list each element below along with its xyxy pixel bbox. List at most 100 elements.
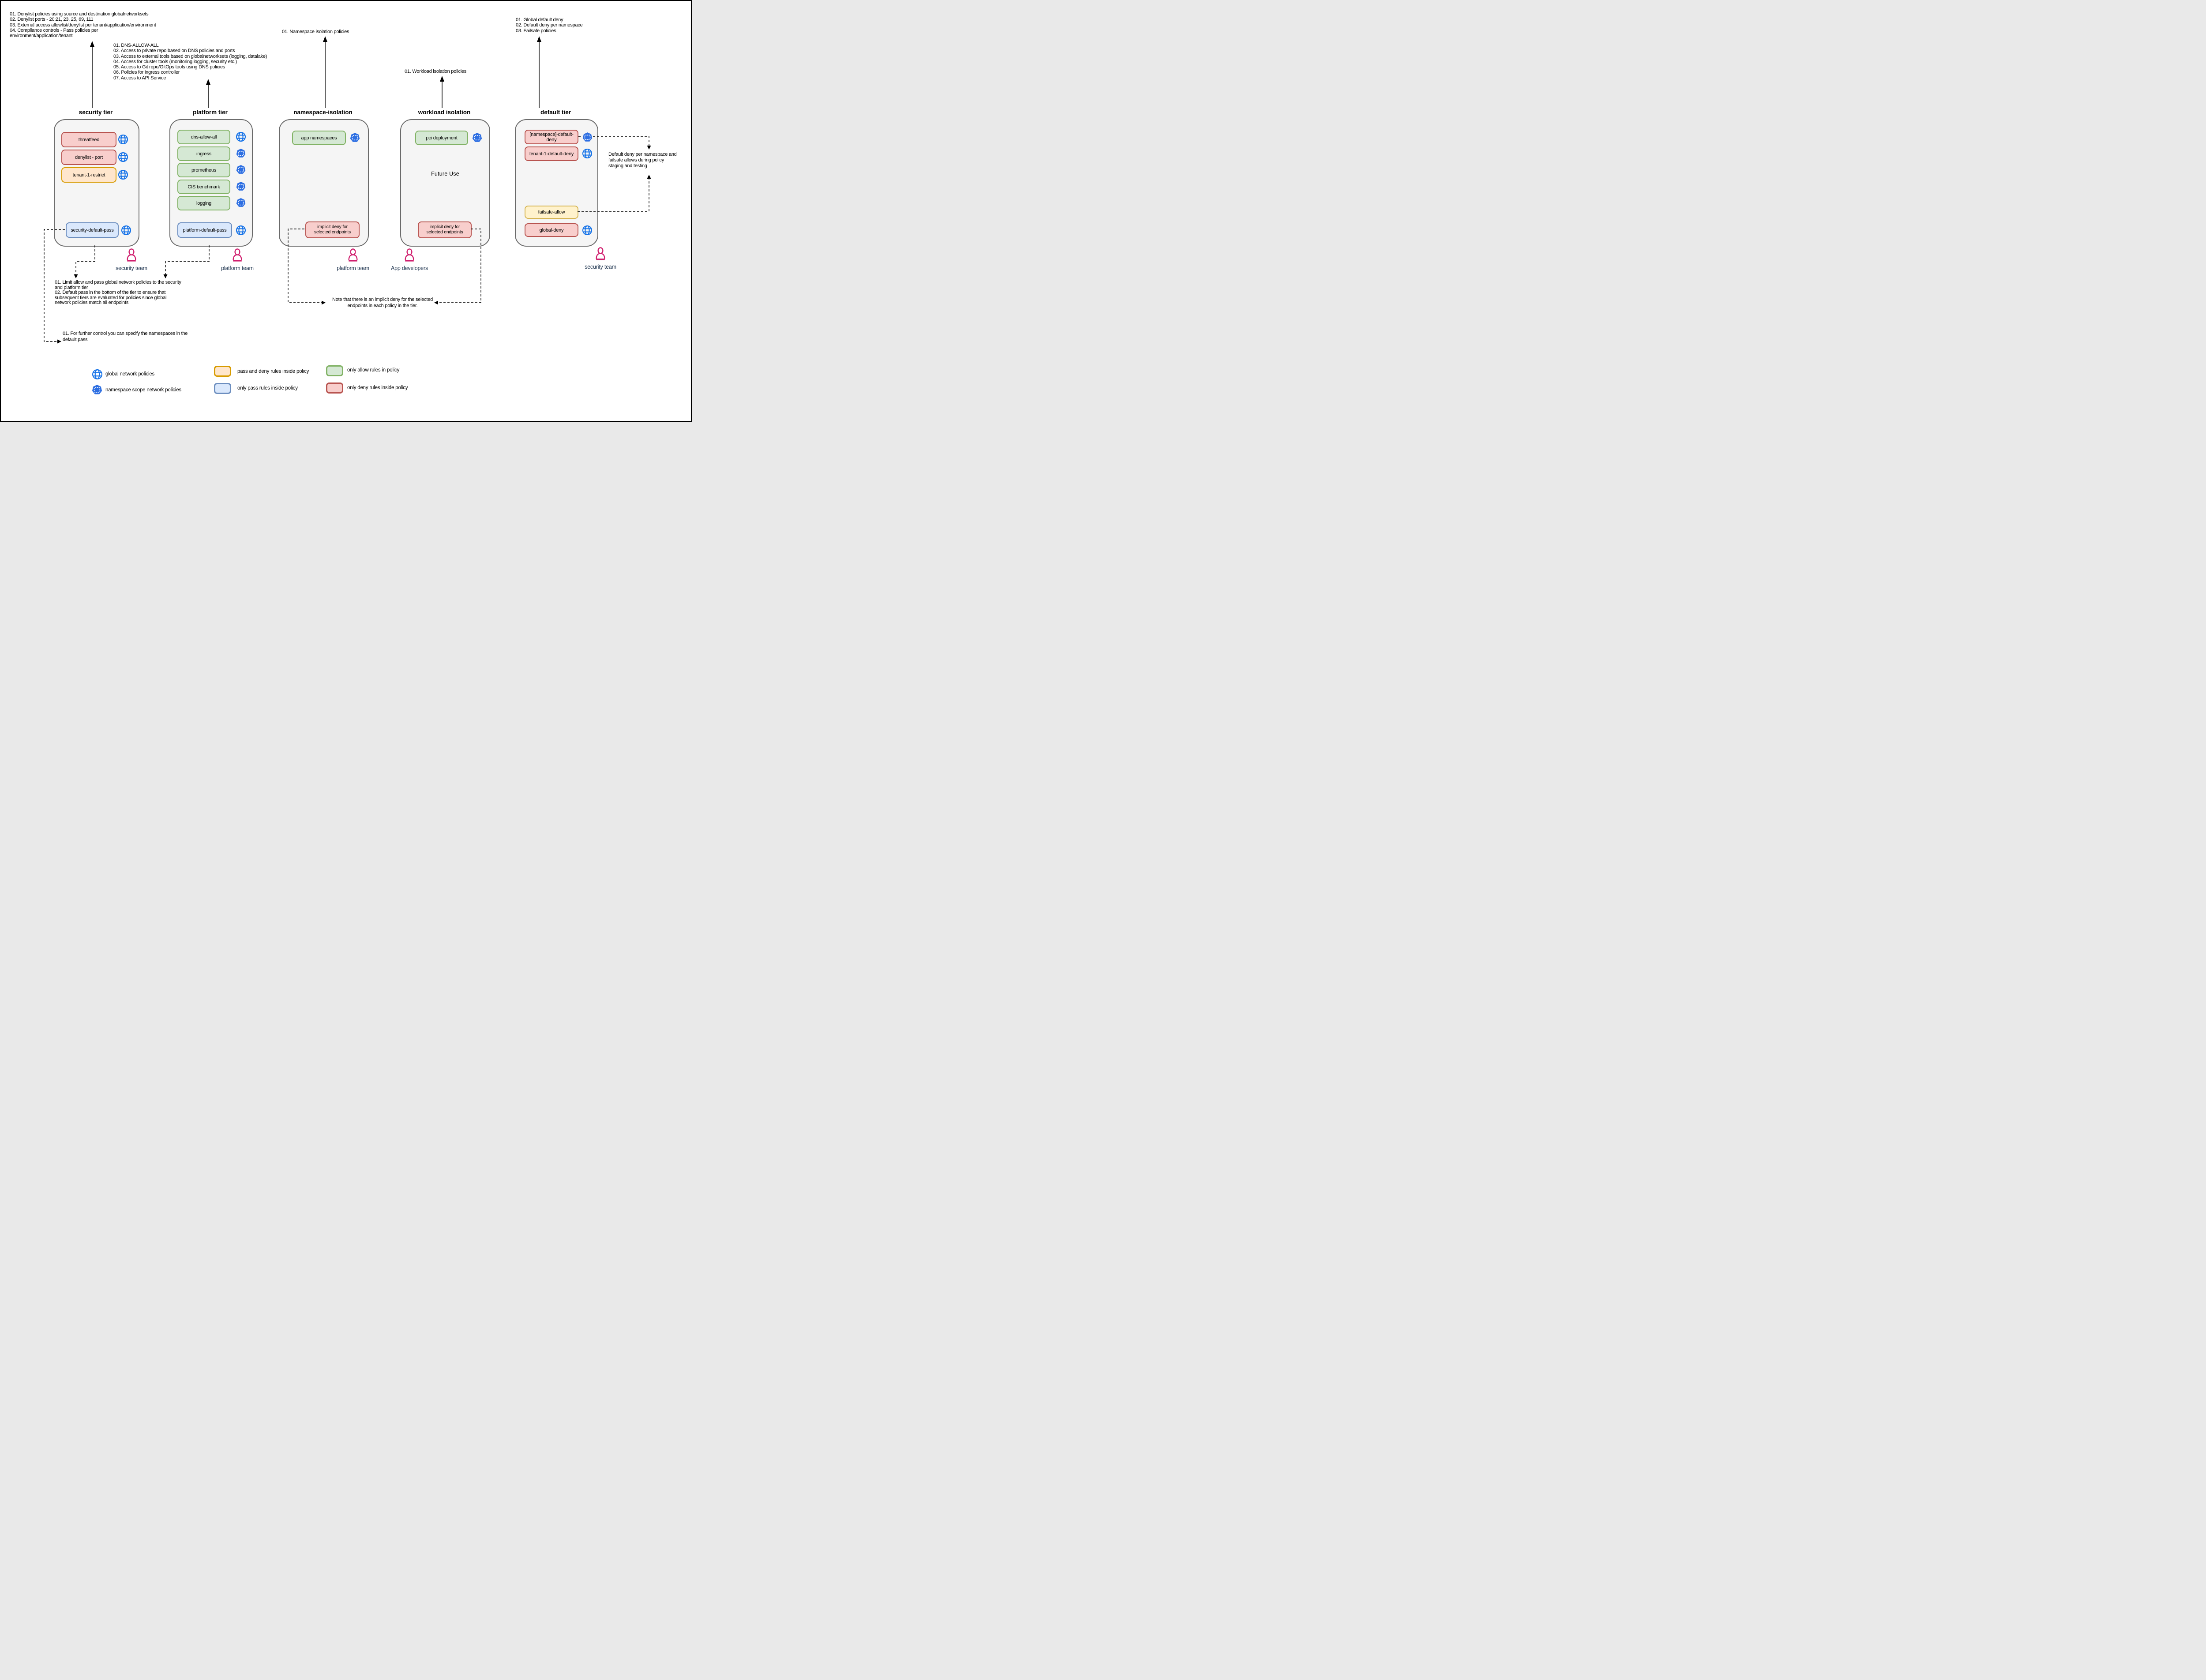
team-platform-2: platform team <box>322 248 384 271</box>
note-line: Note that there is an implicit deny for … <box>332 297 433 302</box>
note-line: endpoints in each policy in the tier. <box>347 303 418 308</box>
note-line: 01. Limit allow and pass global network … <box>55 280 181 285</box>
namespace-icon <box>236 148 246 158</box>
policy-label: tenant-1-restrict <box>72 172 105 178</box>
policy-label: [namespace]-default-deny <box>529 131 574 142</box>
team-label: platform team <box>221 265 254 271</box>
policy-label: denylist - port <box>75 154 103 160</box>
team-label: App developers <box>390 265 428 271</box>
policy-label: failsafe-allow <box>538 210 565 215</box>
policy-threatfeed: threatfeed <box>61 132 116 147</box>
security-tier-box: threatfeed denylist - port tenant-1-rest… <box>54 119 139 247</box>
note-line: Default deny per namespace and <box>608 152 677 157</box>
policy-label: security-default-pass <box>71 227 114 233</box>
namespace-isolation-title: namespace-isolation <box>293 109 353 116</box>
policy-platform-default-pass: platform-default-pass <box>177 222 232 238</box>
policy-failsafe-allow: failsafe-allow <box>525 206 578 219</box>
policy-label: implicit deny for selected endpoints <box>314 225 351 235</box>
globe-icon <box>236 131 246 142</box>
platform-tier-notes: 01. DNS-ALLOW-ALL 02. Access to private … <box>113 43 267 81</box>
namespace-icon <box>236 198 246 207</box>
namespace-isolation-box: app namespaces implicit deny for selecte… <box>279 119 369 247</box>
note-line: 03. Access to external tools based on gl… <box>113 53 267 59</box>
team-label: platform team <box>337 265 369 271</box>
policy-app-namespaces: app namespaces <box>292 131 346 145</box>
note-line: 03. External access allowlist/denylist p… <box>10 22 156 28</box>
namespace-icon <box>236 165 246 174</box>
person-icon <box>404 248 415 262</box>
staging-note: Default deny per namespace and failsafe … <box>608 152 677 169</box>
policy-namespace-default-deny: [namespace]-default-deny <box>525 130 578 144</box>
policy-label: ingress <box>196 151 212 157</box>
limit-pass-note: 01. Limit allow and pass global network … <box>55 280 181 306</box>
note-line: 04. Access for cluster tools (monitoring… <box>113 59 237 64</box>
policy-global-deny: global-deny <box>525 223 578 237</box>
policy-logging: logging <box>177 196 230 210</box>
policy-ingress: ingress <box>177 146 230 161</box>
note-line: environment/application/tenant <box>10 33 73 39</box>
policy-tenant-1-default-deny: tenant-1-default-deny <box>525 146 578 161</box>
legend-deny-label: only deny rules inside policy <box>347 385 408 390</box>
workload-isolation-title: workload isolation <box>418 109 471 116</box>
legend-pass-deny-label: pass and deny rules inside policy <box>237 369 309 374</box>
note-line: default pass <box>63 337 88 342</box>
security-tier-title: security tier <box>79 109 113 116</box>
default-tier-title: default tier <box>540 109 571 116</box>
policy-implicit-deny-namespace: implicit deny for selected endpoints <box>305 221 360 238</box>
policy-denylist-port: denylist - port <box>61 150 116 165</box>
policy-label: global-deny <box>539 227 564 233</box>
person-icon <box>595 247 606 260</box>
note-line: 01. DNS-ALLOW-ALL <box>113 43 159 48</box>
namespace-icon <box>350 132 360 142</box>
note-line: 02. Denylist ports - 20:21, 23, 25, 69, … <box>10 17 94 22</box>
namespace-isolation-note: 01. Namespace isolation policies <box>282 29 349 34</box>
default-tier-notes: 01. Global default deny 02. Default deny… <box>516 17 583 34</box>
policy-label: implicit deny for selected endpoints <box>426 225 463 235</box>
team-label: security team <box>585 264 616 270</box>
team-security-1: security team <box>101 248 162 271</box>
note-line: 01. Global default deny <box>516 17 563 22</box>
policy-implicit-deny-workload: implicit deny for selected endpoints <box>418 221 472 238</box>
namespace-icon <box>92 384 102 395</box>
person-icon <box>232 248 243 262</box>
team-app-developers: App developers <box>379 248 440 271</box>
platform-tier-title: platform tier <box>193 109 228 116</box>
note-line: subsequent tiers are evaluated for polic… <box>55 295 167 300</box>
team-platform-1: platform team <box>206 248 268 271</box>
globe-icon <box>582 148 593 159</box>
globe-icon <box>92 369 103 380</box>
note-line: network policies match all endpoints <box>55 300 129 306</box>
implicit-deny-note: Note that there is an implicit deny for … <box>330 297 435 309</box>
policy-label: prometheus <box>191 167 217 173</box>
globe-icon <box>118 169 128 180</box>
policy-label: CIS benchmark <box>188 184 220 190</box>
globe-icon <box>118 152 128 162</box>
globe-icon <box>118 134 128 145</box>
further-control-note: 01. For further control you can specify … <box>63 331 188 343</box>
legend-namespace-policies: namespace scope network policies <box>105 387 181 393</box>
legend-swatch-pass <box>214 383 231 394</box>
legend-swatch-allow <box>326 365 343 376</box>
note-line: 06. Policies for ingress controller <box>113 70 180 75</box>
globe-icon <box>121 225 131 236</box>
note-line: 02. Access to private repo based on DNS … <box>113 48 235 54</box>
policy-security-default-pass: security-default-pass <box>66 222 119 238</box>
security-tier-notes: 01. Denylist policies using source and d… <box>10 11 156 38</box>
workload-isolation-box: pci deployment Future Use implicit deny … <box>400 119 490 247</box>
person-icon <box>348 248 358 262</box>
policy-cis-benchmark: CIS benchmark <box>177 180 230 194</box>
policy-label: dns-allow-all <box>191 134 217 140</box>
legend-allow-label: only allow rules in policy <box>347 368 400 373</box>
namespace-icon <box>236 181 246 191</box>
note-line: 05. Access to Git repo/GitOps tools usin… <box>113 64 225 70</box>
policy-pci-deployment: pci deployment <box>415 131 468 145</box>
policy-label: logging <box>196 200 212 206</box>
platform-tier-box: dns-allow-all ingress prometheus CIS ben… <box>169 119 253 247</box>
legend-swatch-pass-deny <box>214 366 231 377</box>
default-tier-box: [namespace]-default-deny tenant-1-defaul… <box>515 119 598 247</box>
policy-tenant-1-restrict: tenant-1-restrict <box>61 167 116 183</box>
policy-label: threatfeed <box>78 137 100 142</box>
note-line: staging and testing <box>608 163 647 169</box>
note-line: failsafe allows during policy <box>608 157 664 163</box>
note-line: 01. For further control you can specify … <box>63 331 188 336</box>
